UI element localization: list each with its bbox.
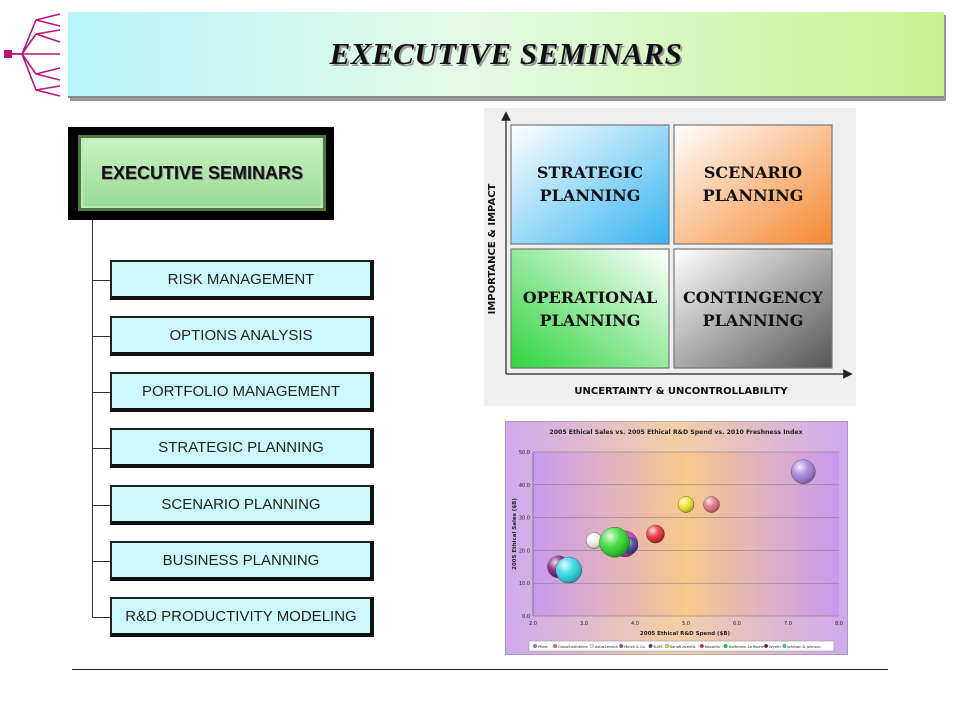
legend-entry: Novartis xyxy=(699,644,720,649)
topic-portfolio-management[interactable]: PORTFOLIO MANAGEMENT xyxy=(110,372,374,412)
svg-text:Novartis: Novartis xyxy=(705,645,720,649)
legend-entry: Sanofi-Aventis xyxy=(664,644,696,649)
legend-entry: Wyeth xyxy=(764,644,781,649)
y-tick-label: 50.0 xyxy=(519,450,530,456)
quadrant-label-line2: PLANNING xyxy=(540,311,641,330)
svg-text:B-MS: B-MS xyxy=(654,645,664,649)
svg-text:Wyeth: Wyeth xyxy=(769,645,781,649)
topic-options-analysis[interactable]: OPTIONS ANALYSIS xyxy=(110,316,374,356)
tree-logo-icon xyxy=(4,13,61,97)
root-node-label: EXECUTIVE SEMINARS xyxy=(81,138,323,208)
x-tick-label: 8.0 xyxy=(835,621,843,627)
bubble-point[interactable] xyxy=(585,532,603,549)
quadrant-label-line1: SCENARIO xyxy=(704,163,802,182)
quadrant-scenario-planning[interactable]: SCENARIO PLANNING xyxy=(673,124,833,245)
tree-branch-line xyxy=(92,561,112,562)
quadrant-label-line1: CONTINGENCY xyxy=(683,288,824,307)
tree-branch-line xyxy=(92,617,112,618)
quadrant-contingency-planning[interactable]: CONTINGENCY PLANNING xyxy=(673,248,833,369)
x-tick-label: 4.0 xyxy=(631,621,639,627)
x-tick-label: 2.0 xyxy=(529,621,537,627)
quadrant-label-line2: PLANNING xyxy=(540,186,641,205)
y-tick-label: 0.0 xyxy=(522,614,530,620)
plot-area xyxy=(533,452,839,616)
chart-legend xyxy=(528,640,835,652)
quadrant-label-line2: PLANNING xyxy=(703,311,804,330)
tree-branch-line xyxy=(92,392,112,393)
page-title: EXECUTIVE SEMINARS xyxy=(329,36,683,71)
tree-trunk-line xyxy=(92,220,93,618)
legend-entry: B-MS xyxy=(648,644,664,649)
planning-matrix: STRATEGIC PLANNING SCENARIO PLANNING OPE… xyxy=(484,108,856,406)
bubble-point[interactable] xyxy=(599,526,630,558)
legend-entry: Hoffmann-La Roche xyxy=(723,644,765,649)
svg-text:GlaxoSmithKline: GlaxoSmithKline xyxy=(558,645,588,649)
x-tick-label: 5.0 xyxy=(682,621,690,627)
legend-entry: GlaxoSmithKline xyxy=(553,644,588,649)
topic-risk-management[interactable]: RISK MANAGEMENT xyxy=(110,260,374,300)
legend-entry: Merck & Co. xyxy=(619,644,646,649)
tree-branch-line xyxy=(92,448,112,449)
quadrant-label-line2: PLANNING xyxy=(703,186,804,205)
x-tick-label: 7.0 xyxy=(784,621,792,627)
legend-entry: AstraZeneca xyxy=(589,644,618,649)
topic-business-planning[interactable]: BUSINESS PLANNING xyxy=(110,541,374,581)
quadrant-strategic-planning[interactable]: STRATEGIC PLANNING xyxy=(510,124,670,245)
x-tick-label: 6.0 xyxy=(733,621,741,627)
svg-text:Johnson & Johnson: Johnson & Johnson xyxy=(786,645,820,649)
quadrant-operational-planning[interactable]: OPERATIONAL PLANNING xyxy=(510,248,670,369)
legend-entry: Pfizer xyxy=(533,644,549,649)
topic-strategic-planning[interactable]: STRATEGIC PLANNING xyxy=(110,428,374,468)
root-node[interactable]: EXECUTIVE SEMINARS xyxy=(78,135,326,211)
bubble-point[interactable] xyxy=(555,556,582,584)
chart-x-label: 2005 Ethical R&D Spend ($B) xyxy=(640,631,731,637)
topic-scenario-planning[interactable]: SCENARIO PLANNING xyxy=(110,485,374,525)
x-tick-label: 3.0 xyxy=(580,621,588,627)
bubble-chart: 2005 Ethical Sales vs. 2005 Ethical R&D … xyxy=(505,421,848,655)
y-tick-label: 10.0 xyxy=(519,581,530,587)
quadrant-label-line1: STRATEGIC xyxy=(537,163,643,182)
chart-title: 2005 Ethical Sales vs. 2005 Ethical R&D … xyxy=(549,429,802,436)
bubble-point[interactable] xyxy=(791,459,816,484)
y-tick-label: 30.0 xyxy=(519,516,530,522)
tree-branch-line xyxy=(92,505,112,506)
x-axis-label: UNCERTAINTY & UNCONTROLLABILITY xyxy=(574,386,788,397)
topic-rd-productivity-modeling[interactable]: R&D PRODUCTIVITY MODELING xyxy=(110,597,374,637)
title-banner: EXECUTIVE SEMINARS xyxy=(68,12,944,98)
svg-text:Pfizer: Pfizer xyxy=(538,645,549,649)
footer-divider xyxy=(72,669,888,670)
y-axis-label: IMPORTANCE & IMPACT xyxy=(487,183,498,314)
bubble-point[interactable] xyxy=(646,524,665,544)
svg-text:Merck & Co.: Merck & Co. xyxy=(624,645,646,649)
quadrant-label-line1: OPERATIONAL xyxy=(523,288,658,307)
bubble-point[interactable] xyxy=(703,496,720,513)
bubble-point[interactable] xyxy=(677,496,695,513)
tree-branch-line xyxy=(92,280,112,281)
y-tick-label: 20.0 xyxy=(519,548,530,554)
tree-branch-line xyxy=(92,336,112,337)
y-tick-label: 40.0 xyxy=(519,483,530,489)
svg-text:Hoffmann-La Roche: Hoffmann-La Roche xyxy=(729,645,765,649)
legend-entry: Johnson & Johnson xyxy=(782,644,821,649)
svg-text:Sanofi-Aventis: Sanofi-Aventis xyxy=(670,645,696,649)
chart-y-label: 2005 Ethical Sales ($B) xyxy=(512,498,518,570)
svg-text:AstraZeneca: AstraZeneca xyxy=(595,645,618,649)
